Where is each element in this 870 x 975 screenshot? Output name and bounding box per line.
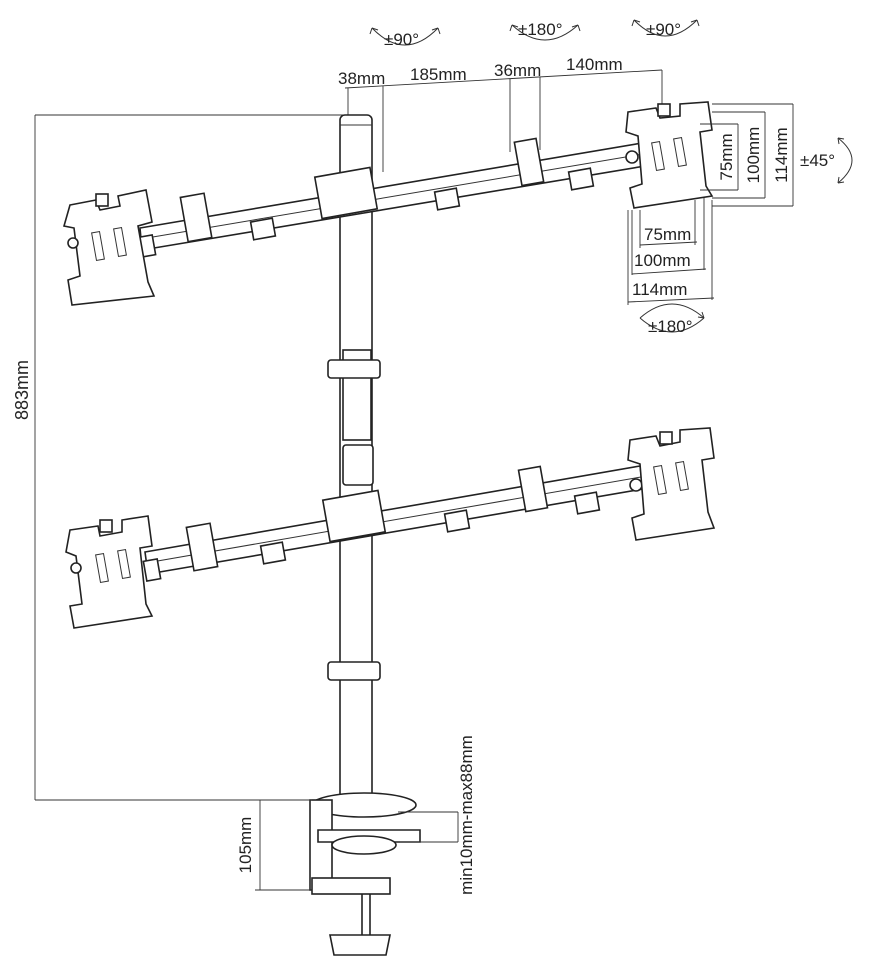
upper-arm: [137, 137, 664, 258]
arm-segment-d-label: 140mm: [566, 55, 623, 74]
clamp-dimensions: [255, 799, 459, 891]
center-pole: [327, 114, 381, 806]
vesa-plate-upper-left: [62, 189, 156, 306]
left-tilt-rotation-label: ±90°: [384, 30, 419, 49]
arm-segment-dimension: [344, 69, 663, 172]
right-tilt-rotation-label: ±90°: [646, 20, 681, 39]
vesa-114-horizontal-label: 114mm: [632, 280, 687, 299]
vesa-plate-lower-left: [65, 515, 154, 629]
center-swivel-rotation-label: ±180°: [518, 20, 563, 39]
vesa-plate-upper-right: [625, 101, 714, 209]
vesa-75-vertical-label: 75mm: [717, 133, 736, 180]
vesa-swivel-rotation-label: ±180°: [648, 317, 693, 336]
arm-segment-a-label: 38mm: [338, 69, 385, 88]
desk-thickness-label: min10mm-max88mm: [457, 735, 476, 895]
vesa-100-horizontal-label: 100mm: [634, 251, 691, 270]
vesa-75-horizontal-label: 75mm: [644, 225, 691, 244]
vesa-dimensions: [627, 103, 794, 305]
right-tilt-rotation-icon: [631, 19, 700, 37]
vesa-rotation-icon: [837, 137, 853, 184]
arm-segment-b-label: 185mm: [410, 65, 467, 84]
vesa-plate-lower-right: [627, 427, 716, 541]
lower-arm: [142, 465, 644, 582]
left-tilt-rotation-icon: [369, 27, 441, 46]
desk-clamp: [309, 792, 421, 956]
vesa-100-vertical-label: 100mm: [744, 127, 763, 184]
arm-segment-c-label: 36mm: [494, 61, 541, 80]
clamp-depth-label: 105mm: [236, 817, 255, 874]
vesa-rotation-label: ±45°: [800, 151, 835, 170]
center-swivel-rotation-icon: [509, 24, 581, 41]
height-label: 883mm: [12, 360, 32, 420]
vesa-swivel-rotation-icon: [639, 303, 705, 333]
vesa-114-vertical-label: 114mm: [772, 127, 791, 182]
